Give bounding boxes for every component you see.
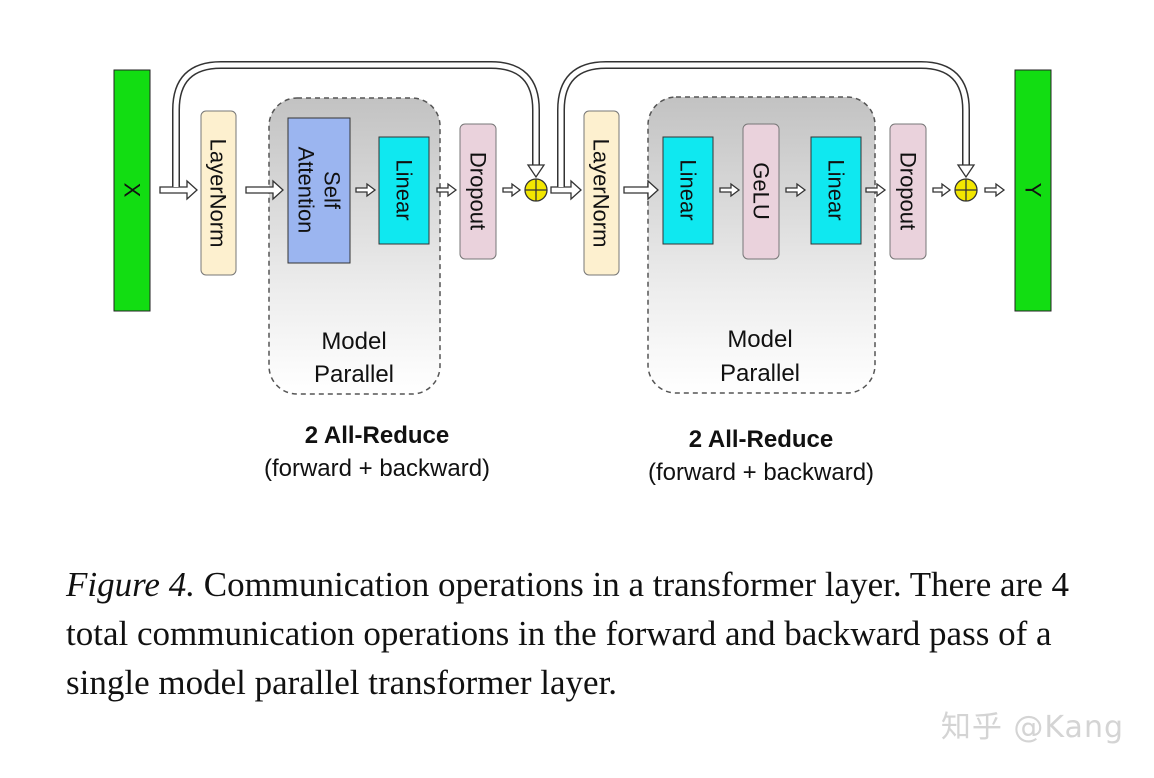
allreduce-1-title: 2 All-Reduce [305,422,449,449]
group-1-label-line1: Model [321,328,386,355]
arrow-dropout1-to-adder1 [502,182,522,198]
linear-2-block [662,136,714,245]
arrow-attention-to-linear1 [355,182,377,198]
allreduce-2-subtitle: (forward + backward) [648,459,874,486]
allreduce-1-subtitle: (forward + backward) [264,455,490,482]
layernorm-1-label: LayerNorm [206,139,231,248]
residual-arrowhead-1 [526,164,546,179]
arrow-layernorm2-to-linear2 [623,179,659,201]
arrow-linear2-to-gelu [719,182,741,198]
linear-2-label: Linear [676,159,701,220]
layernorm-1-block [200,110,237,276]
group-1-label-line2: Parallel [314,361,394,388]
arrow-x-to-layernorm1 [159,179,198,201]
watermark: 知乎 @Kang [940,710,1124,745]
group-2-label-line2: Parallel [720,360,800,387]
arrow-gelu-to-linear3 [785,182,807,198]
caption-text: Communication operations in a transforme… [66,565,1070,702]
layernorm-2-label: LayerNorm [589,139,614,248]
gelu-label: GeLU [749,162,774,219]
transformer-communication-diagram: X Y LayerNorm Self Attention Linear Drop… [113,61,1052,486]
layernorm-2-block [583,110,620,276]
gelu-block [742,123,780,260]
figure-label: Figure 4. [66,565,195,604]
dropout-1-label: Dropout [466,152,491,230]
residual-arrowhead-2 [956,164,976,179]
dropout-1-block [459,123,497,260]
arrow-linear3-to-dropout2 [865,182,887,198]
input-x-label: X [120,183,145,198]
output-y-label: Y [1021,183,1046,198]
arrow-linear1-to-dropout1 [436,182,458,198]
self-attention-block [287,117,351,264]
arrow-adder1-to-layernorm2 [550,179,582,201]
arrow-layernorm1-to-attention [245,179,284,201]
linear-1-label: Linear [392,159,417,220]
linear-3-label: Linear [824,159,849,220]
arrow-adder2-to-y [984,182,1006,198]
output-y-block [1014,69,1052,312]
allreduce-2-title: 2 All-Reduce [689,426,833,453]
input-x-block [113,69,151,312]
linear-1-block [378,136,430,245]
group-2-label-line1: Model [727,326,792,353]
figure-caption: Figure 4. Communication operations in a … [66,560,1126,707]
arrow-dropout2-to-adder2 [932,182,952,198]
dropout-2-block [889,123,927,260]
dropout-2-label: Dropout [896,152,921,230]
self-attention-label-line2: Attention [294,147,319,234]
adder-2 [954,178,978,202]
self-attention-label-line1: Self [320,171,345,210]
linear-3-block [810,136,862,245]
adder-1 [524,178,548,202]
